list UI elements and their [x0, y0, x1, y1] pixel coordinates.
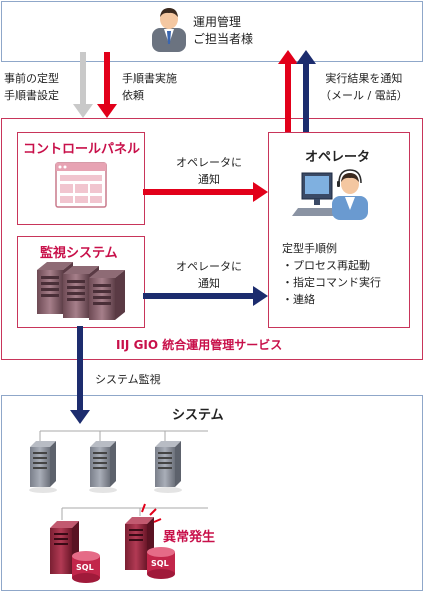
system-title: システム — [172, 408, 224, 423]
request-label-line2: 依頼 — [122, 89, 144, 102]
monitor-servers-icon — [37, 262, 125, 320]
predefined-label: 事前の定型 手順書設定 — [4, 70, 59, 104]
notify-arrow-red — [143, 182, 268, 202]
notify-result-line2: （メール / 電話） — [320, 89, 408, 102]
monitor-system-title: 監視システム — [40, 246, 118, 261]
manager-person-icon — [152, 8, 186, 52]
to-operator-label-2b: 通知 — [198, 277, 220, 290]
system-server-icon-2 — [89, 441, 117, 493]
system-server-icon-3 — [154, 441, 182, 493]
notify-result-line1: 実行結果を通知 — [325, 72, 403, 85]
manager-line1: 運用管理 — [193, 15, 242, 29]
to-operator-label-2a: オペレータに — [176, 260, 242, 273]
predefined-label-line2: 手順書設定 — [4, 89, 59, 102]
to-operator-label-2: オペレータに 通知 — [176, 258, 242, 292]
anomaly-label: 異常発生 — [163, 530, 216, 545]
operator-list-item: ・指定コマンド実行 — [282, 276, 381, 289]
system-monitor-label: システム監視 — [95, 373, 161, 386]
operator-box — [268, 132, 410, 328]
monitor-arrow — [70, 326, 90, 424]
notify-result-label: 実行結果を通知 （メール / 電話） — [320, 70, 408, 104]
control-panel-window-icon — [55, 162, 107, 208]
request-arrow — [97, 52, 117, 118]
operator-list-item: ・プロセス再起動 — [282, 259, 370, 272]
predefined-label-line1: 事前の定型 — [4, 72, 59, 85]
operator-procedure-list: 定型手順例 ・プロセス再起動 ・指定コマンド実行 ・連絡 — [282, 240, 381, 308]
operator-list-item: ・連絡 — [282, 293, 315, 306]
alert-burst-icon — [141, 503, 162, 523]
control-panel-title: コントロールパネル — [23, 142, 141, 157]
result-arrow-red — [278, 50, 298, 132]
db-label-normal: SQL — [76, 563, 94, 572]
operator-title: オペレータ — [305, 150, 371, 165]
manager-label: 運用管理 ご担当者様 — [193, 14, 253, 48]
db-label-anomaly: SQL — [151, 559, 169, 568]
to-operator-label-1a: オペレータに — [176, 156, 242, 169]
request-label: 手順書実施 依頼 — [122, 70, 177, 104]
operator-list-title: 定型手順例 — [282, 242, 337, 255]
manager-box — [1, 1, 423, 62]
result-arrow-navy — [296, 50, 316, 132]
manager-line2: ご担当者様 — [193, 32, 254, 46]
predefined-arrow — [73, 52, 93, 118]
to-operator-label-1: オペレータに 通知 — [176, 154, 242, 188]
db-cylinder-icon-normal — [72, 551, 100, 583]
request-label-line1: 手順書実施 — [122, 72, 177, 85]
service-name: IIJ GIO 統合運用管理サービス — [116, 338, 283, 352]
db-cylinder-icon-anomaly — [147, 547, 175, 579]
operator-person-icon — [292, 169, 368, 220]
system-server-icon-1 — [29, 441, 57, 493]
notify-arrow-navy — [143, 286, 268, 306]
to-operator-label-1b: 通知 — [198, 173, 220, 186]
